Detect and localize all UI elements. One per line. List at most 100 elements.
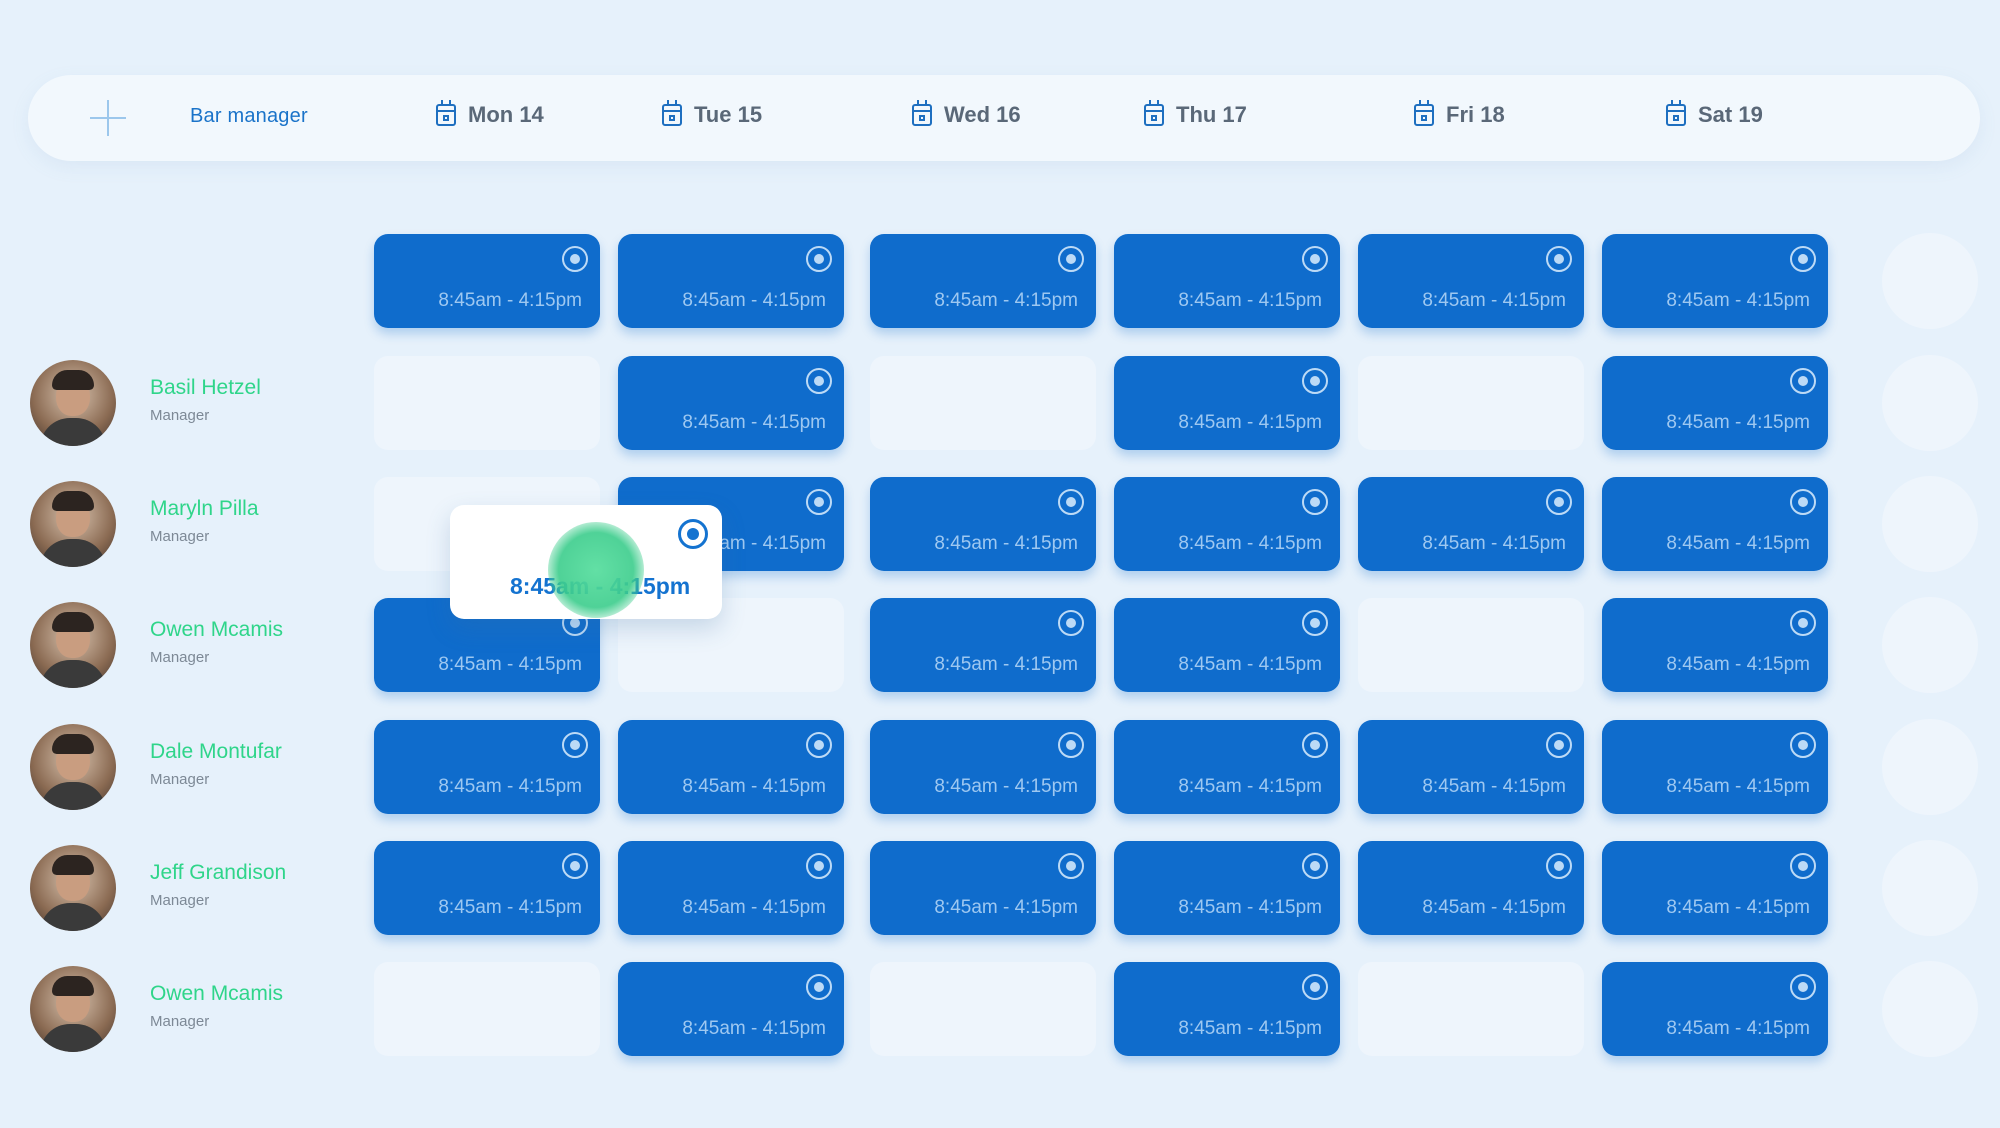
shift-card[interactable]: 8:45am - 4:15pm	[1114, 720, 1340, 814]
employee-name[interactable]: Dale Montufar	[150, 740, 282, 763]
shift-radio-icon[interactable]	[1790, 974, 1816, 1000]
shift-card[interactable]: 8:45am - 4:15pm	[618, 841, 844, 935]
employee-name[interactable]: Owen Mcamis	[150, 982, 284, 1005]
shift-radio-icon[interactable]	[1302, 368, 1328, 394]
shift-time: 8:45am - 4:15pm	[1178, 776, 1322, 797]
employee-name[interactable]: Jeff Grandison	[150, 861, 287, 884]
day-header-thu[interactable]: Thu 17	[1144, 100, 1247, 128]
day-header-tue[interactable]: Tue 15	[662, 100, 762, 128]
shift-card[interactable]: 8:45am - 4:15pm	[1602, 962, 1828, 1056]
calendar-icon	[662, 100, 682, 126]
shift-card[interactable]: 8:45am - 4:15pm	[618, 234, 844, 328]
day-header-fri[interactable]: Fri 18	[1414, 100, 1505, 128]
empty-slot[interactable]	[1358, 962, 1584, 1056]
shift-radio-icon[interactable]	[1790, 489, 1816, 515]
avatar	[30, 966, 116, 1052]
shift-radio-icon[interactable]	[562, 246, 588, 272]
shift-radio-icon[interactable]	[806, 853, 832, 879]
empty-slot[interactable]	[1358, 598, 1584, 692]
row-action-button[interactable]	[1882, 355, 1978, 451]
shift-time: 8:45am - 4:15pm	[1666, 1018, 1810, 1039]
role-filter[interactable]: Bar manager	[190, 105, 308, 127]
empty-slot[interactable]	[1358, 356, 1584, 450]
shift-radio-icon[interactable]	[1790, 368, 1816, 394]
shift-card[interactable]: 8:45am - 4:15pm	[618, 356, 844, 450]
row-action-button[interactable]	[1882, 476, 1978, 572]
shift-card[interactable]: 8:45am - 4:15pm	[1602, 356, 1828, 450]
day-header-sat[interactable]: Sat 19	[1666, 100, 1763, 128]
shift-card[interactable]: 8:45am - 4:15pm	[870, 234, 1096, 328]
shift-card[interactable]: 8:45am - 4:15pm	[1358, 477, 1584, 571]
shift-card[interactable]: 8:45am - 4:15pm	[870, 841, 1096, 935]
shift-card[interactable]: 8:45am - 4:15pm	[1114, 234, 1340, 328]
shift-card[interactable]: 8:45am - 4:15pm	[1114, 477, 1340, 571]
employee-name[interactable]: Basil Hetzel	[150, 376, 261, 399]
empty-slot[interactable]	[374, 962, 600, 1056]
shift-radio-icon[interactable]	[1058, 489, 1084, 515]
shift-radio-icon[interactable]	[806, 368, 832, 394]
shift-card[interactable]: 8:45am - 4:15pm	[618, 720, 844, 814]
empty-slot[interactable]	[870, 356, 1096, 450]
shift-radio-icon[interactable]	[1546, 246, 1572, 272]
shift-card[interactable]: 8:45am - 4:15pm	[1602, 720, 1828, 814]
row-action-button[interactable]	[1882, 961, 1978, 1057]
shift-card[interactable]: 8:45am - 4:15pm	[374, 841, 600, 935]
shift-card[interactable]: 8:45am - 4:15pm	[374, 720, 600, 814]
shift-radio-icon[interactable]	[678, 519, 708, 549]
calendar-icon	[1666, 100, 1686, 126]
shift-radio-icon[interactable]	[1790, 732, 1816, 758]
shift-radio-icon[interactable]	[1302, 974, 1328, 1000]
shift-radio-icon[interactable]	[1546, 489, 1572, 515]
shift-radio-icon[interactable]	[1058, 610, 1084, 636]
day-header-mon[interactable]: Mon 14	[436, 100, 544, 128]
shift-card[interactable]: 8:45am - 4:15pm	[1602, 234, 1828, 328]
shift-card[interactable]: 8:45am - 4:15pm	[870, 477, 1096, 571]
shift-radio-icon[interactable]	[806, 246, 832, 272]
row-action-button[interactable]	[1882, 719, 1978, 815]
shift-card[interactable]: 8:45am - 4:15pm	[1114, 356, 1340, 450]
empty-slot[interactable]	[374, 356, 600, 450]
shift-card[interactable]: 8:45am - 4:15pm	[374, 234, 600, 328]
shift-card[interactable]: 8:45am - 4:15pm	[1114, 962, 1340, 1056]
shift-time: 8:45am - 4:15pm	[934, 533, 1078, 554]
row-action-button[interactable]	[1882, 840, 1978, 936]
shift-card[interactable]: 8:45am - 4:15pm	[1602, 841, 1828, 935]
shift-card[interactable]: 8:45am - 4:15pm	[1114, 598, 1340, 692]
shift-radio-icon[interactable]	[1302, 610, 1328, 636]
shift-radio-icon[interactable]	[1790, 853, 1816, 879]
shift-radio-icon[interactable]	[1058, 732, 1084, 758]
shift-card[interactable]: 8:45am - 4:15pm	[1602, 598, 1828, 692]
day-label: Thu 17	[1176, 102, 1247, 127]
shift-radio-icon[interactable]	[1790, 610, 1816, 636]
shift-radio-icon[interactable]	[806, 974, 832, 1000]
shift-card[interactable]: 8:45am - 4:15pm	[870, 598, 1096, 692]
day-header-wed[interactable]: Wed 16	[912, 100, 1021, 128]
shift-card[interactable]: 8:45am - 4:15pm	[1114, 841, 1340, 935]
shift-radio-icon[interactable]	[1302, 489, 1328, 515]
shift-radio-icon[interactable]	[1058, 246, 1084, 272]
shift-radio-icon[interactable]	[1546, 732, 1572, 758]
shift-radio-icon[interactable]	[1546, 853, 1572, 879]
shift-radio-icon[interactable]	[1302, 246, 1328, 272]
add-icon[interactable]	[86, 96, 130, 140]
row-action-button[interactable]	[1882, 233, 1978, 329]
shift-time: 8:45am - 4:15pm	[1178, 897, 1322, 918]
shift-radio-icon[interactable]	[562, 732, 588, 758]
shift-card[interactable]: 8:45am - 4:15pm	[1358, 234, 1584, 328]
shift-radio-icon[interactable]	[562, 853, 588, 879]
shift-radio-icon[interactable]	[1302, 853, 1328, 879]
shift-radio-icon[interactable]	[806, 732, 832, 758]
employee-name[interactable]: Owen Mcamis	[150, 618, 284, 641]
shift-card[interactable]: 8:45am - 4:15pm	[870, 720, 1096, 814]
employee-name[interactable]: Maryln Pilla	[150, 497, 259, 520]
empty-slot[interactable]	[870, 962, 1096, 1056]
shift-card[interactable]: 8:45am - 4:15pm	[1358, 841, 1584, 935]
shift-card[interactable]: 8:45am - 4:15pm	[618, 962, 844, 1056]
shift-radio-icon[interactable]	[1302, 732, 1328, 758]
shift-radio-icon[interactable]	[1058, 853, 1084, 879]
shift-card[interactable]: 8:45am - 4:15pm	[1358, 720, 1584, 814]
shift-radio-icon[interactable]	[1790, 246, 1816, 272]
row-action-button[interactable]	[1882, 597, 1978, 693]
shift-radio-icon[interactable]	[806, 489, 832, 515]
shift-card[interactable]: 8:45am - 4:15pm	[1602, 477, 1828, 571]
